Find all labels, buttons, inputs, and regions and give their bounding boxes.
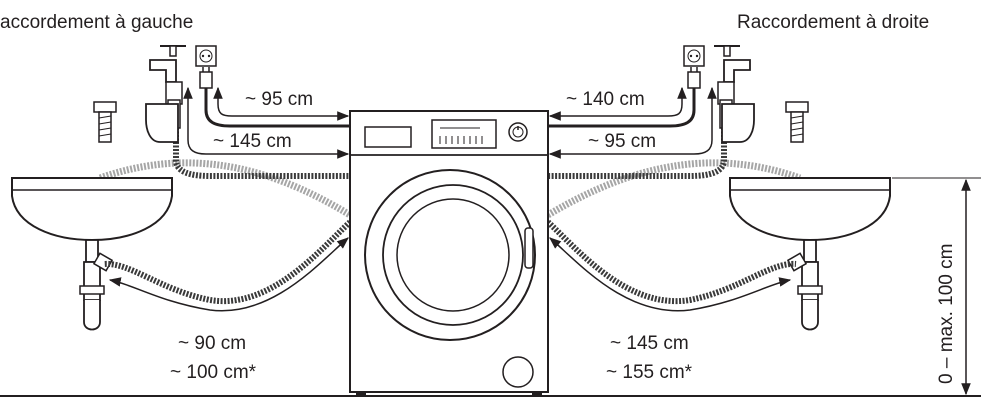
hose-fitting-left xyxy=(93,101,117,143)
label-left-upper: ~ 95 cm xyxy=(245,89,313,110)
hose-fitting-right xyxy=(785,101,809,143)
label-height: 0 – max. 100 cm xyxy=(936,244,957,384)
label-drain-right-alt: ~ 155 cm* xyxy=(606,362,693,383)
right-sink xyxy=(729,177,891,331)
power-plug-icon xyxy=(199,67,213,89)
power-socket-icon xyxy=(683,45,705,67)
label-left-lower: ~ 145 cm xyxy=(213,131,292,152)
label-right-upper: ~ 140 cm xyxy=(566,89,645,110)
label-drain-right: ~ 145 cm xyxy=(610,333,689,354)
washing-machine-icon xyxy=(349,110,549,396)
dim-arrow-drain-right xyxy=(549,237,792,312)
aquastop-valve xyxy=(721,103,755,143)
grey-hose-right xyxy=(546,159,802,219)
supply-hose-left xyxy=(173,128,350,179)
dim-arrow-right-lower xyxy=(548,86,717,159)
dim-arrow-left-lower xyxy=(183,86,350,159)
left-sink xyxy=(11,177,173,331)
aquastop-valve xyxy=(145,103,179,143)
label-right-lower: ~ 95 cm xyxy=(588,131,656,152)
hose-fitting-icon xyxy=(785,101,809,143)
sink-icon xyxy=(11,177,173,242)
drain-hose-right xyxy=(545,219,797,305)
grey-hose-left xyxy=(98,159,352,218)
supply-hose-right xyxy=(548,128,727,179)
power-plug-icon xyxy=(687,67,701,89)
drain-hose-left xyxy=(103,219,353,305)
hose-fitting-icon xyxy=(93,101,117,143)
sink-icon xyxy=(729,177,891,242)
power-socket-icon xyxy=(195,45,217,67)
title-right: Raccordement à droite xyxy=(737,12,929,33)
label-drain-left-alt: ~ 100 cm* xyxy=(170,362,257,383)
dim-arrow-drain-left xyxy=(108,237,349,312)
label-drain-left: ~ 90 cm xyxy=(178,333,246,354)
title-left: accordement à gauche xyxy=(0,12,193,33)
